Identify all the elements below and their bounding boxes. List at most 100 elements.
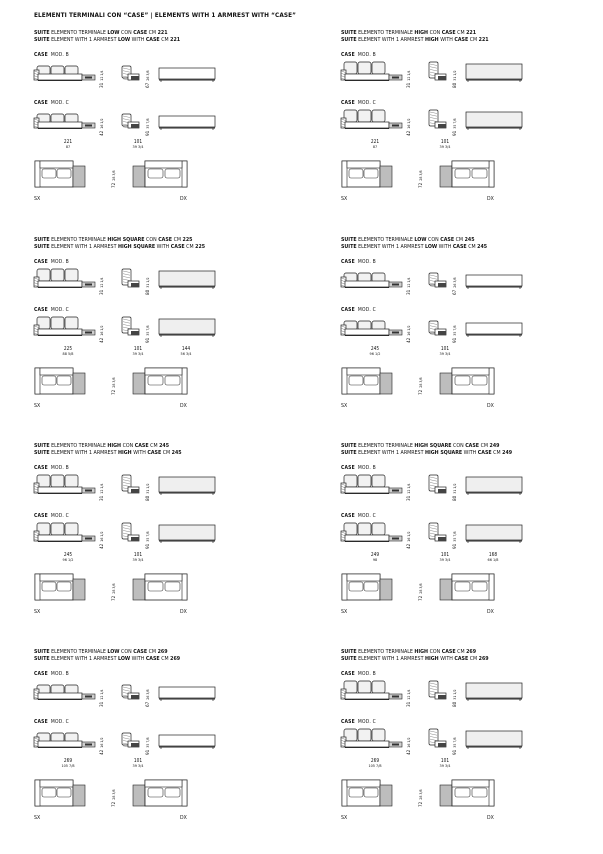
plan-cushion xyxy=(164,581,181,592)
dim-value: 72 xyxy=(419,182,424,188)
back-panel xyxy=(158,686,216,699)
back-cushion xyxy=(50,316,65,330)
dim-inches: 12 1/4 xyxy=(100,70,104,81)
back-height-dim: 8031 1/2 xyxy=(453,70,458,88)
plan-case xyxy=(72,165,86,188)
case-label: CASE xyxy=(341,719,355,725)
variant-title-en: SUITE ELEMENT WITH 1 ARMREST HIGH SQUARE… xyxy=(34,243,206,250)
plan-view-sx xyxy=(34,367,86,395)
plan-armrest xyxy=(341,573,348,601)
dim-inches: 16 1/2 xyxy=(100,118,104,129)
seat xyxy=(344,328,390,336)
plan-armrest xyxy=(181,779,188,807)
plan-view-dx xyxy=(132,779,188,807)
hatch xyxy=(34,737,39,740)
case-label: CASE xyxy=(34,307,48,313)
plan-back xyxy=(39,367,74,376)
back-height-dim: 8031 1/2 xyxy=(146,277,151,295)
mod-label: MOD. C xyxy=(357,307,376,313)
back-cushion xyxy=(50,474,65,488)
back-cushion xyxy=(371,728,386,742)
back-panel xyxy=(158,115,216,128)
variant-title-en: SUITE ELEMENT WITH 1 ARMREST HIGH SQUARE… xyxy=(341,449,513,456)
dim-inches: 39 3/4 xyxy=(132,144,144,149)
plan-back xyxy=(451,573,490,582)
plan-view-dx xyxy=(439,160,495,188)
mod-label: MOD. B xyxy=(50,465,69,471)
hatch xyxy=(429,117,438,120)
dim-inches: 31 1/2 xyxy=(146,483,150,494)
dim-value: 72 xyxy=(112,801,117,807)
dim-value: 31 xyxy=(100,495,105,501)
dim-value: 221 xyxy=(63,140,73,145)
case-slot xyxy=(392,76,399,79)
hatch xyxy=(429,738,438,741)
back-cushion xyxy=(371,320,386,331)
plan-case xyxy=(72,578,86,601)
dim-inches: 88 5/8 xyxy=(62,351,74,356)
back-panel xyxy=(465,730,523,747)
mod-label: MOD. C xyxy=(357,100,376,106)
dim-value: 67 xyxy=(146,701,151,707)
plan-cushion xyxy=(363,787,379,798)
side-view-mod-c xyxy=(428,109,447,129)
plan-depth-dim: 7228 3/8 xyxy=(419,377,424,395)
back-view-mod-c xyxy=(158,734,216,749)
variant-block: SUITE ELEMENTO TERMINALE LOW CON CASE CM… xyxy=(340,237,603,442)
hatch xyxy=(341,70,346,73)
arm-height-dim: 4216 1/2 xyxy=(100,118,105,136)
plan-view-sx xyxy=(34,779,86,807)
case-slot xyxy=(85,283,92,286)
side-view-mod-c xyxy=(121,316,140,336)
case-label: CASE xyxy=(341,671,355,677)
back-view-mod-c xyxy=(158,115,216,130)
back-cushion xyxy=(64,316,79,330)
dim-value: 42 xyxy=(100,337,105,343)
hatch xyxy=(341,531,346,534)
dim-inches: 16 1/2 xyxy=(407,118,411,129)
dim-value: 144 xyxy=(181,347,191,352)
plan-depth-dim: 7228 3/8 xyxy=(419,583,424,601)
hatch xyxy=(429,736,438,739)
mod-label: MOD. C xyxy=(50,100,69,106)
plan-cushion xyxy=(56,375,72,386)
variant-title-it: SUITE ELEMENTO TERMINALE LOW CON CASE CM… xyxy=(34,649,168,655)
dx-label: DX xyxy=(487,609,494,615)
dim-inches: 12 1/4 xyxy=(407,277,411,288)
case-profile xyxy=(131,283,139,287)
variant-title-it: SUITE ELEMENTO TERMINALE HIGH CON CASE C… xyxy=(34,443,170,449)
arm-height-dim: 3112 1/4 xyxy=(100,689,105,707)
front-view-mod-c xyxy=(33,316,96,337)
dx-label: DX xyxy=(180,815,187,821)
variant-title-it: SUITE ELEMENTO TERMINALE HIGH CON CASE C… xyxy=(341,30,477,36)
hatch xyxy=(122,321,131,324)
hatch xyxy=(429,274,438,277)
hatch xyxy=(429,66,438,69)
front-view-mod-c xyxy=(340,109,403,130)
case-label: CASE xyxy=(34,465,48,471)
plan-cushion xyxy=(348,787,364,798)
front-view-mod-b xyxy=(33,684,96,701)
side-view-mod-b xyxy=(428,61,447,81)
dim-inches: 39 3/4 xyxy=(439,763,451,768)
hatch xyxy=(429,476,438,479)
dim-value: 31 xyxy=(100,289,105,295)
hatch xyxy=(122,524,131,527)
dim-inches: 35 7/8 xyxy=(453,531,457,542)
dim-value: 80 xyxy=(453,701,458,707)
dim-inches: 28 3/8 xyxy=(112,789,116,800)
dim-inches: 28 3/8 xyxy=(112,170,116,181)
plan-case xyxy=(379,165,393,188)
plan-armrest xyxy=(488,573,495,601)
seat xyxy=(344,73,390,81)
back-cushion xyxy=(357,680,372,694)
dim-inches: 12 1/4 xyxy=(100,277,104,288)
dim-inches: 35 7/8 xyxy=(453,118,457,129)
dim-inches: 12 1/4 xyxy=(407,70,411,81)
case-slot xyxy=(85,743,92,746)
dim-inches: 16 1/2 xyxy=(100,325,104,336)
